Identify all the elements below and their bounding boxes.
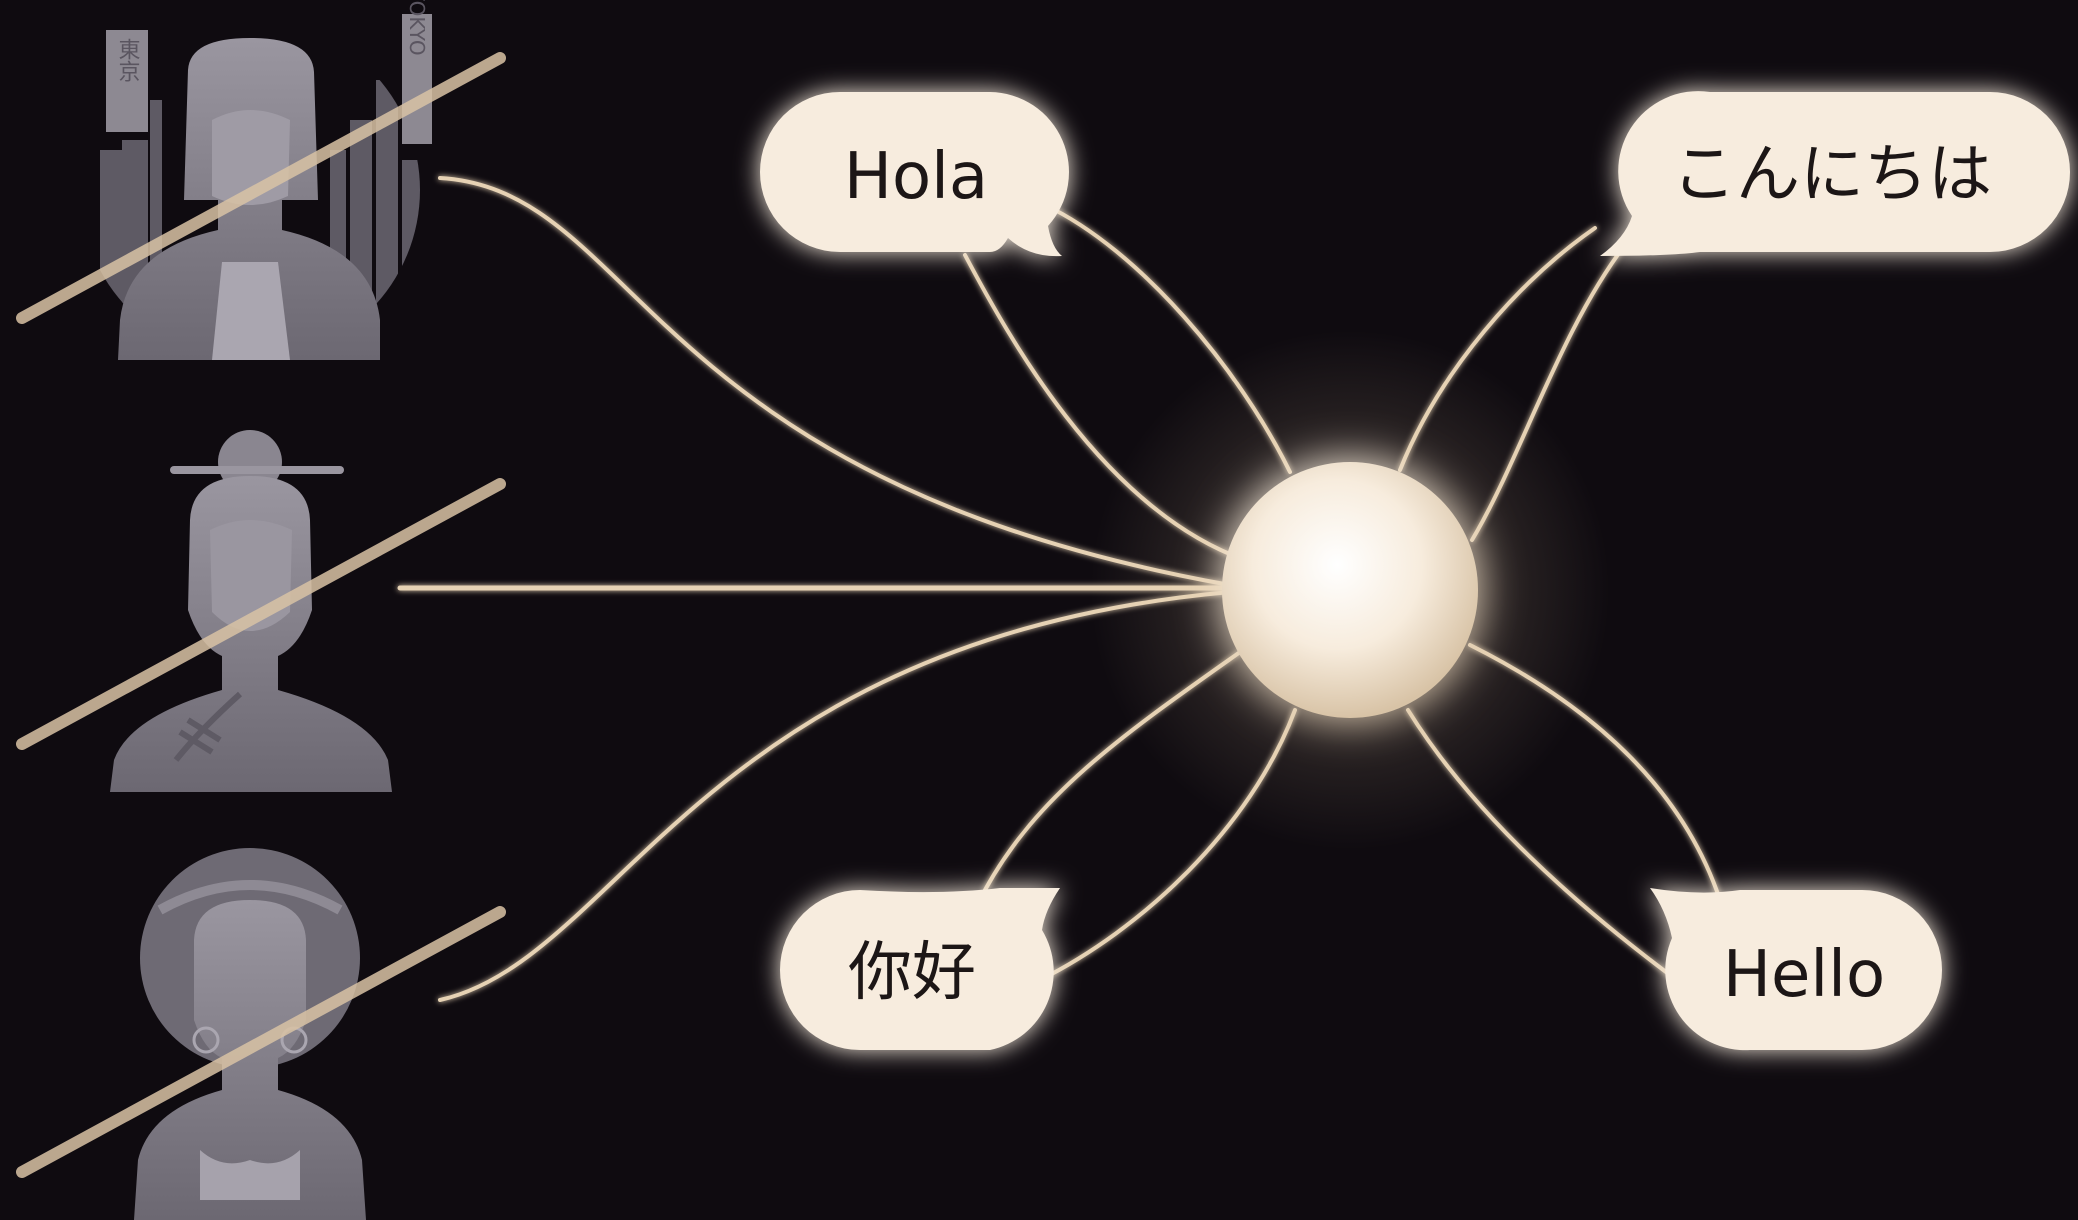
central-hub — [1090, 330, 1610, 850]
shirt — [212, 262, 290, 360]
bubble-nihao: 你好 — [780, 888, 1060, 1050]
tokyo-sign-kanji: 東京 — [115, 38, 141, 82]
greeting-konnichiwa: こんにちは — [1672, 138, 1992, 212]
portrait-afro-woman — [22, 848, 500, 1220]
bubble-konnichiwa: こんにちは — [1600, 91, 2070, 256]
glowing-orb-icon — [1222, 462, 1478, 718]
tokyo-sign-latin: TOKYO — [405, 0, 429, 56]
greeting-hola: Hola — [844, 140, 988, 214]
portrait-bun-woman — [22, 430, 500, 792]
greeting-hello: Hello — [1723, 938, 1885, 1012]
bubble-hola: Hola — [760, 92, 1069, 256]
bubble-hello: Hello — [1650, 888, 1942, 1050]
greeting-nihao: 你好 — [848, 936, 976, 1010]
portrait-tokyo-woman: 東京 TOKYO — [22, 0, 500, 360]
